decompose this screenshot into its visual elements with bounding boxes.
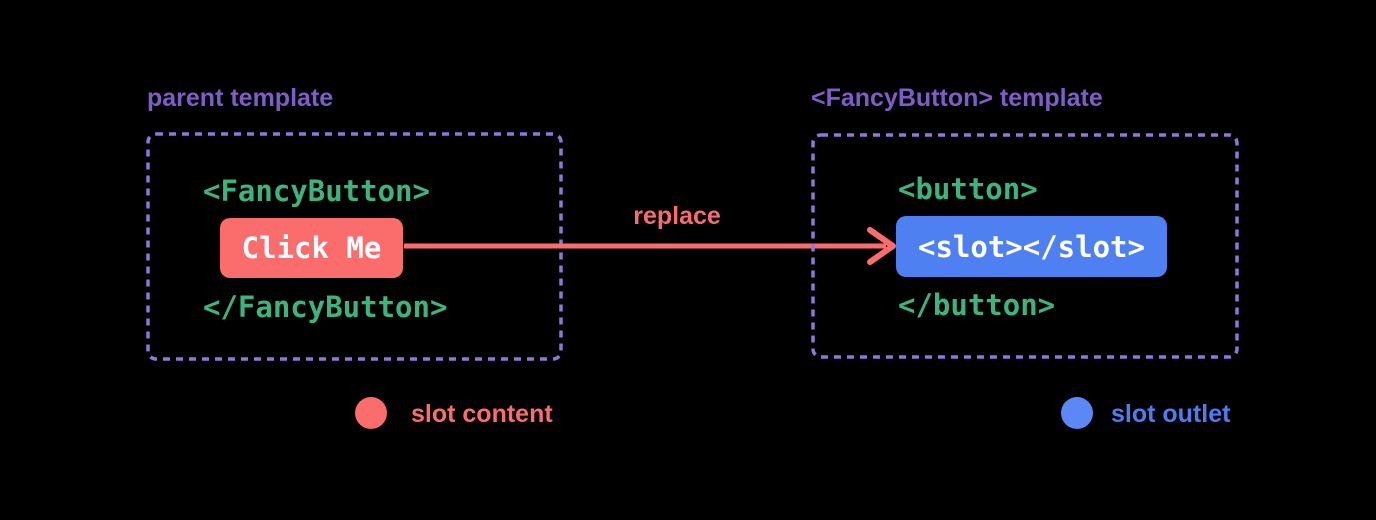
replace-arrow	[404, 227, 896, 265]
fancybutton-close-tag: </FancyButton>	[203, 290, 448, 324]
button-open-tag: <button>	[898, 172, 1038, 206]
fancybutton-template-box-border	[811, 133, 1239, 359]
slot-content-dot-icon	[355, 397, 387, 429]
slot-outlet-dot-icon	[1061, 397, 1093, 429]
fancybutton-template-box	[811, 133, 1239, 359]
slot-outlet-button: <slot></slot>	[896, 216, 1167, 277]
button-close-tag: </button>	[898, 288, 1056, 322]
click-me-button: Click Me	[220, 218, 403, 278]
slot-content-legend-label: slot content	[411, 400, 553, 428]
fancybutton-template-title: <FancyButton> template	[811, 84, 1103, 112]
replace-label: replace	[633, 202, 721, 230]
slot-outlet-legend-label: slot outlet	[1111, 400, 1231, 428]
parent-template-title: parent template	[147, 84, 334, 112]
replace-arrow-head	[867, 227, 896, 265]
fancybutton-open-tag: <FancyButton>	[203, 174, 430, 208]
